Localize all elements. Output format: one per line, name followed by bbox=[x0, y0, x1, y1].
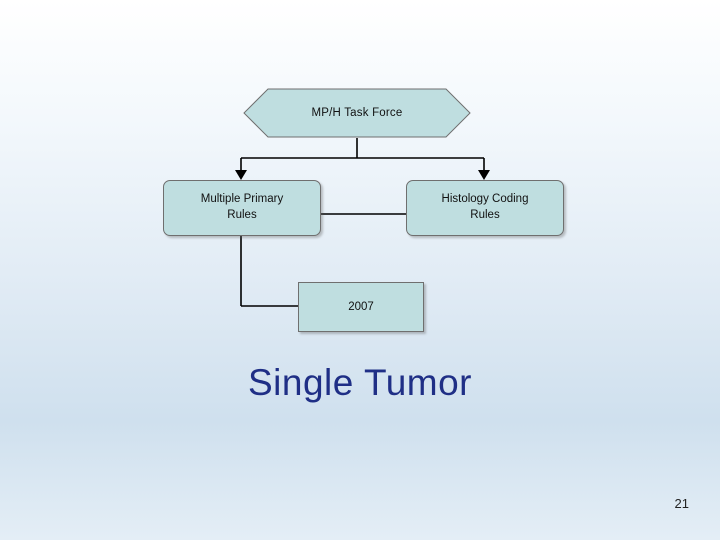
box-multiple-primary-rules-text: Multiple Primary Rules bbox=[201, 192, 283, 223]
box-multiple-primary-rules-line1: Multiple Primary bbox=[200, 193, 284, 206]
page-number: 21 bbox=[674, 496, 689, 511]
box-histology-coding-rules-line1: Histology Coding bbox=[441, 193, 529, 206]
box-histology-coding-rules[interactable]: Histology Coding Rules bbox=[406, 180, 564, 236]
box-year-2007-label: 2007 bbox=[348, 301, 374, 313]
box-multiple-primary-rules[interactable]: Multiple Primary Rules bbox=[163, 180, 321, 236]
page-title: Single Tumor bbox=[248, 362, 472, 403]
box-multiple-primary-rules-line2: Rules bbox=[227, 209, 257, 221]
mph-task-force-hexagon: MP/H Task Force bbox=[243, 88, 471, 138]
hexagon-shape bbox=[243, 88, 471, 138]
hexagon-label: MP/H Task Force bbox=[311, 107, 403, 119]
box-year-2007[interactable]: 2007 bbox=[298, 282, 424, 332]
box-histology-coding-rules-text: Histology Coding Rules bbox=[442, 192, 529, 223]
box-histology-coding-rules-line2: Rules bbox=[470, 209, 500, 221]
